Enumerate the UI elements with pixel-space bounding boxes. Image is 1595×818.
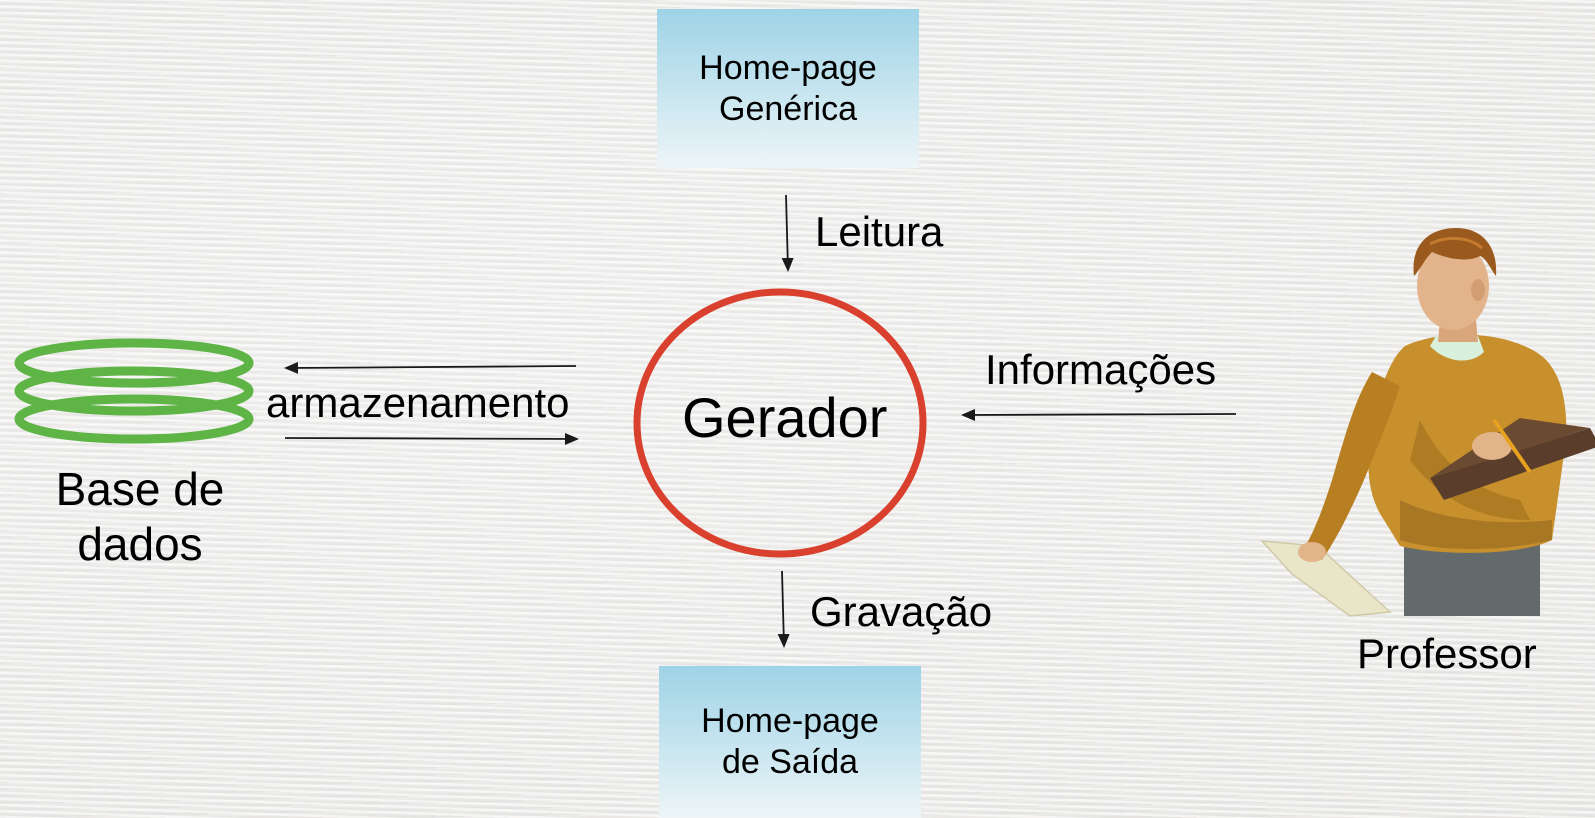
homepage-saida-line2: de Saída: [721, 743, 859, 781]
professor-label: Professor: [1357, 630, 1537, 677]
homepage-generica-box: Home-page Genérica: [657, 9, 919, 168]
base-de-dados-line2: dados: [77, 518, 203, 570]
base-de-dados-line1: Base de: [55, 463, 225, 515]
informacoes-label: Informações: [985, 346, 1217, 393]
armazenamento-label: armazenamento: [266, 379, 570, 426]
gerador-label: Gerador: [682, 386, 888, 449]
professor-figure: [1260, 228, 1595, 617]
leitura-label: Leitura: [815, 208, 944, 255]
base-de-dados-label: Base de dados: [30, 462, 250, 572]
database-rings-icon: [14, 338, 254, 444]
homepage-generica-line1: Home-page: [699, 48, 877, 87]
homepage-saida-box: Home-page de Saída: [659, 666, 921, 818]
homepage-saida-line1: Home-page: [701, 702, 879, 740]
gravacao-arrow: [777, 570, 790, 648]
gravacao-label: Gravação: [810, 588, 993, 635]
gerador-circle: [633, 288, 927, 558]
leitura-arrow: [781, 194, 794, 272]
informacoes-arrow: [961, 408, 1237, 421]
homepage-generica-line2: Genérica: [719, 89, 857, 128]
armazenamento-arrow-to-db: [284, 361, 577, 374]
armazenamento-arrow-to-gerador: [284, 432, 579, 445]
